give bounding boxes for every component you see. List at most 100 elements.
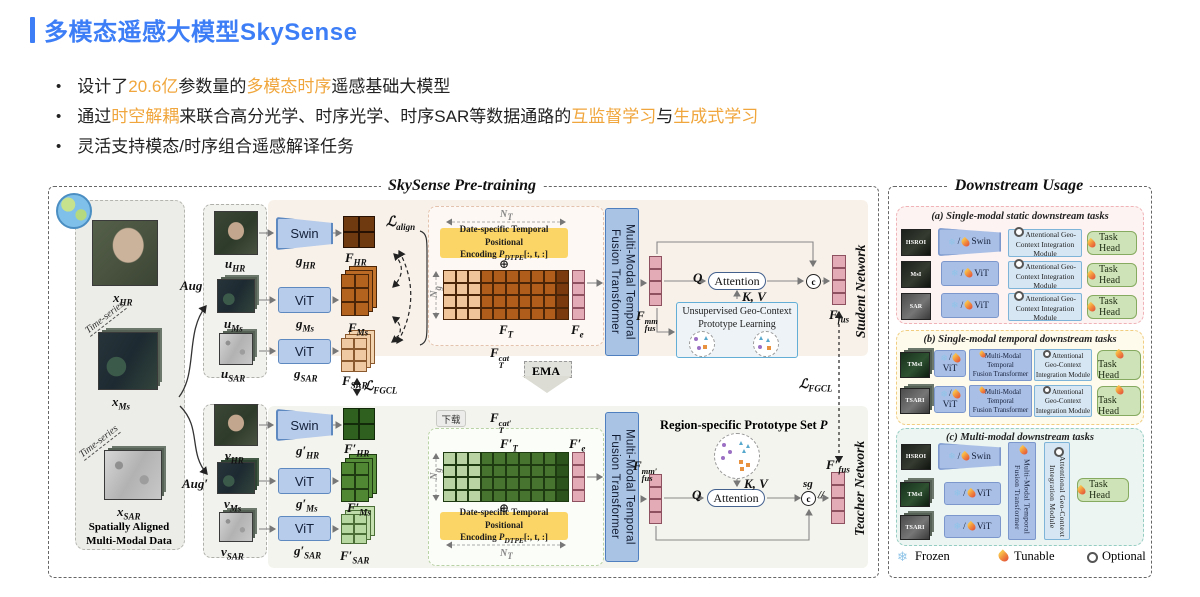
downstream-c-fusion: Multi-Modal Temporal Fusion Transformer [1008, 442, 1036, 540]
input-image-xms [98, 332, 158, 390]
optional-ring-icon [1087, 552, 1098, 563]
optional-ring-icon [1042, 386, 1051, 395]
plus-icon: ⊕ [499, 501, 510, 515]
globe-icon [56, 193, 92, 229]
downstream-a-module-1: Attentional Geo- Context Integration Mod… [1008, 258, 1082, 290]
optional-ring-icon [1013, 226, 1024, 237]
flame-icon [960, 450, 972, 463]
feature-fhr [343, 216, 375, 248]
encoder-vit-ms-student: ViT [278, 287, 331, 313]
downstream-c-title: (c) Multi-modal downstream tasks [946, 432, 1094, 443]
downstream-a-title: (a) Single-modal static downstream tasks [931, 211, 1109, 222]
download-badge[interactable]: 下载 [436, 410, 466, 427]
downstream-b-encoder-0: ❄/ViT [934, 350, 966, 377]
feature-fsar-teacher [341, 506, 383, 548]
dtpe-box-teacher: Date-specific Temporal Positional Encodi… [440, 507, 568, 544]
downstream-a-taskhead-2: Task Head [1085, 295, 1137, 319]
downstream-a-taskhead-1: Task Head [1085, 263, 1137, 287]
snowflake-icon: ❄ [940, 352, 948, 363]
region-prototype-title: Region-specific Prototype Set P [660, 418, 828, 432]
flame-icon [963, 299, 975, 312]
ffus-mm-column-teacher [649, 474, 662, 524]
encoder-vit-sar-student: ViT [278, 339, 331, 364]
ema-arrowhead [522, 376, 572, 393]
flame-icon [950, 352, 962, 364]
downstream-a-encoder-2: ❄/ViT [941, 293, 999, 318]
thumb-c-hsroi: HSROI [901, 444, 931, 470]
stop-gradient-mark: // [818, 489, 825, 501]
flame-icon [965, 520, 977, 533]
downstream-c-encoder-2: ❄/ViT [944, 515, 1001, 538]
downstream-b-module-0: Attentional Geo-Context Integration Modu… [1034, 349, 1092, 381]
cluster-before [689, 331, 715, 357]
student-network-label: Student Network [853, 244, 868, 338]
aug-image-usar [219, 333, 253, 365]
flame-icon [960, 236, 972, 248]
pretraining-title: SkySense Pre-training [380, 177, 544, 195]
teacher-network-label: Teacher Network [852, 440, 867, 536]
token-grid-teacher [443, 452, 569, 502]
snowflake-icon: ❄ [940, 388, 948, 399]
bullet-dot: • [56, 78, 62, 95]
downstream-b-taskhead-0: Task Head [1097, 348, 1141, 381]
downstream-c-encoder-0: ❄/Swin [938, 443, 1001, 470]
downstream-a-encoder-0: ❄/Swin [938, 228, 1001, 256]
flame-icon [950, 388, 962, 400]
aug-image-uhr [214, 211, 258, 255]
legend-optional: Optional [1102, 549, 1146, 563]
legend-tunable: Tunable [1014, 549, 1055, 563]
downstream-b-taskhead-1: Task Head [1097, 384, 1141, 417]
page-title: 多模态遥感大模型SkySense [44, 19, 358, 46]
optional-ring-icon [1054, 447, 1064, 457]
encoder-swin-teacher: Swin [276, 409, 333, 441]
snowflake-icon: ❄ [948, 451, 956, 461]
bullet-3: •灵活支持模态/时序组合遥感解译任务 [56, 137, 354, 156]
attention-student: Attention [708, 272, 766, 290]
ffus-mm-column-student [649, 256, 662, 306]
flame-icon [965, 487, 977, 500]
downstream-a-module-0: Attentional Geo- Context Integration Mod… [1008, 226, 1082, 258]
concat-icon-teacher: c [801, 491, 816, 506]
input-image-xsar [104, 450, 162, 500]
bullet-1: •设计了20.6亿参数量的多模态时序遥感基础大模型 [56, 77, 451, 96]
token-grid-student [443, 270, 569, 320]
downstream-b-fusion-1: Multi-Modal Temporal Fusion Transformer [969, 385, 1032, 417]
feature-fsar [341, 330, 383, 374]
fusion-transformer-teacher: Multi-Modal Temporal Fusion Transformer [605, 412, 639, 562]
aug-image-vhr [214, 404, 258, 446]
fe-column-student [572, 270, 585, 320]
bullet-dot: • [56, 138, 62, 155]
encoder-vit-sar-teacher: ViT [278, 516, 331, 541]
flame-icon [1085, 269, 1098, 281]
encoder-swin-student: Swin [276, 217, 333, 250]
feature-fms [341, 266, 385, 318]
fusion-transformer-student: Multi-Modal Temporal Fusion Transformer [605, 208, 639, 356]
attention-teacher: Attention [707, 489, 765, 507]
thumb-c-tmsi: TMsI [900, 482, 930, 507]
optional-ring-icon [1013, 290, 1024, 301]
thumb-c-tsari: TSARI [900, 515, 930, 540]
region-prototype-circle [714, 433, 760, 479]
downstream-a-encoder-1: ❄/ViT [941, 261, 999, 286]
snowflake-icon: ❄ [897, 549, 908, 564]
thumb-msi: MsI [901, 261, 931, 288]
title-accent-bar [30, 17, 35, 43]
input-image-xhr [92, 220, 158, 286]
aug-image-vsar [219, 512, 253, 542]
dtpe-box-student: Date-specific Temporal Positional Encodi… [440, 224, 568, 261]
snowflake-icon: ❄ [951, 300, 959, 310]
aug-prime-label: Aug′ [182, 476, 209, 491]
bullet-2: •通过时空解耦来联合高分光学、时序光学、时序SAR等数据通路的互监督学习与生成式… [56, 107, 759, 126]
downstream-a-module-2: Attentional Geo- Context Integration Mod… [1008, 290, 1082, 322]
feature-fms-teacher [341, 454, 385, 504]
optional-ring-icon [1013, 258, 1024, 269]
geo-context-prototype-box: Unsupervised Geo-Context Prototype Learn… [676, 302, 798, 358]
feature-fhr-teacher [343, 408, 375, 440]
downstream-a-taskhead-0: Task Head [1085, 231, 1137, 255]
encoder-vit-ms-teacher: ViT [278, 468, 331, 494]
downstream-b-encoder-1: ❄/ViT [934, 386, 966, 413]
thumb-tmsi: TMsI [900, 352, 930, 378]
concat-icon-student: c [806, 274, 821, 289]
